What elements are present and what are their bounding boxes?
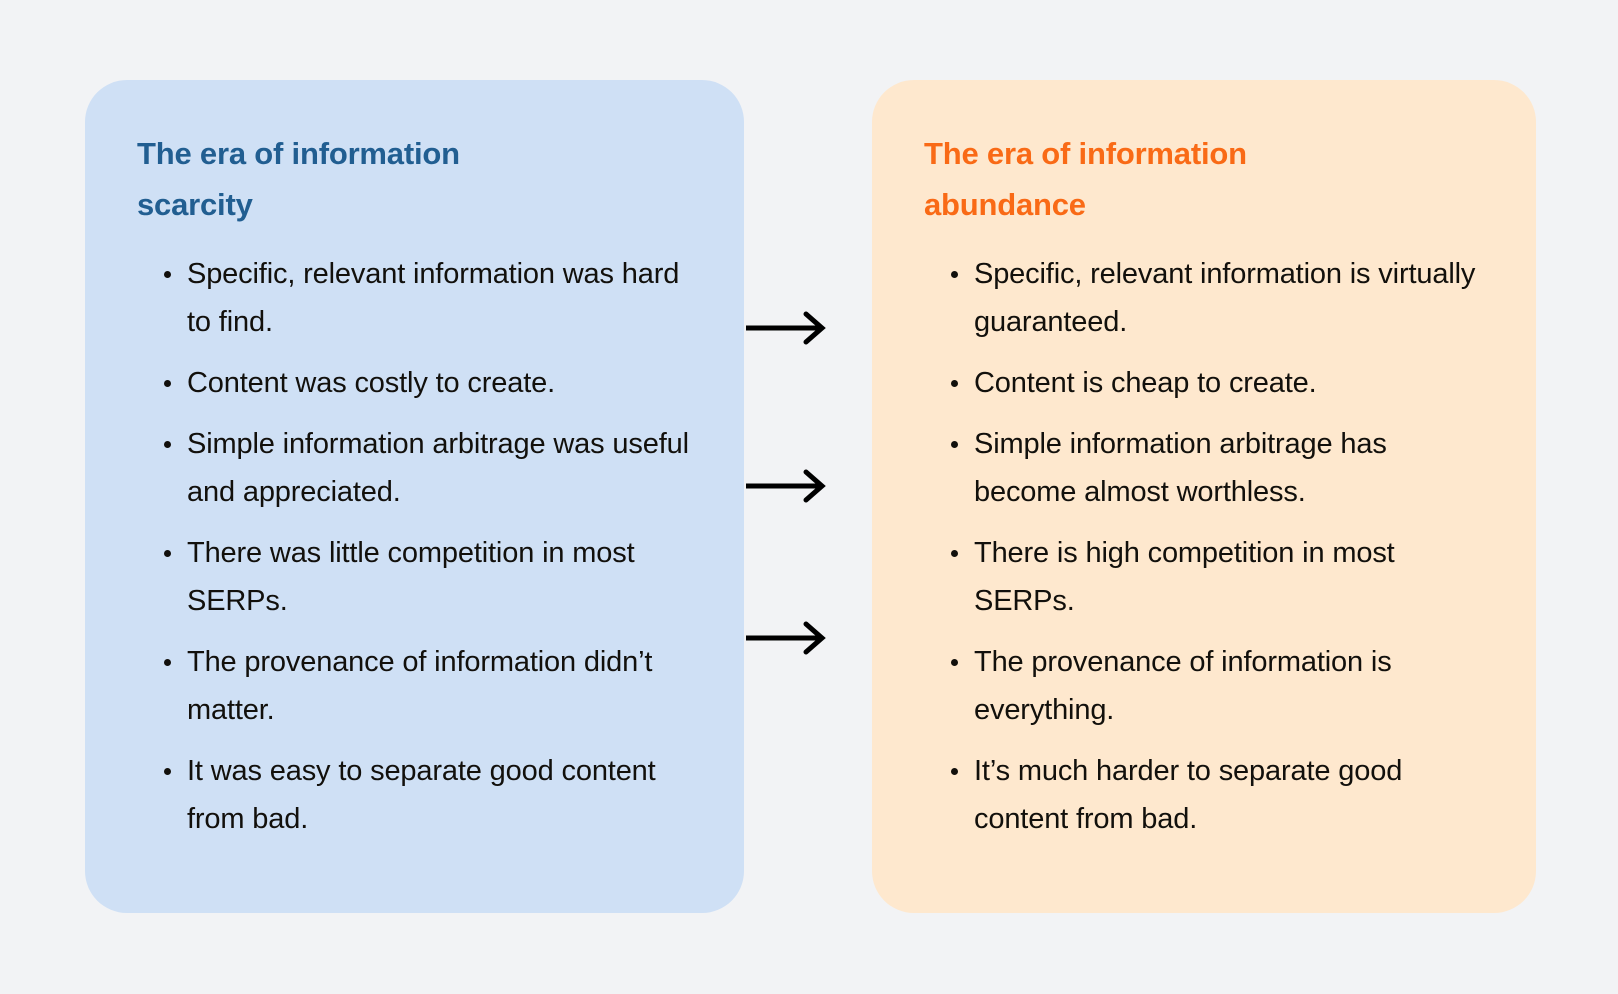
list-item: There was little competition in most SER… (151, 529, 697, 625)
panel-information-scarcity: The era of information scarcity Specific… (85, 80, 744, 913)
panel-right-heading: The era of information abundance (924, 136, 1247, 222)
list-item: It’s much harder to separate good conten… (938, 747, 1484, 843)
list-item: Content is cheap to create. (938, 359, 1484, 407)
list-item: The provenance of information didn’t mat… (151, 638, 697, 734)
arrow-right-icon (744, 466, 830, 506)
list-item: It was easy to separate good content fro… (151, 747, 697, 843)
list-item: There is high competition in most SERPs. (938, 529, 1484, 625)
arrow-right-icon (744, 618, 830, 658)
panel-right-bullet-list: Specific, relevant information is virtua… (938, 250, 1502, 843)
panel-left-heading: The era of information scarcity (137, 136, 460, 222)
arrow-right-icon (744, 308, 830, 348)
panel-left-bullet-list: Specific, relevant information was hard … (151, 250, 710, 843)
list-item: Simple information arbitrage has become … (938, 420, 1484, 516)
list-item: Specific, relevant information is virtua… (938, 250, 1484, 346)
list-item: Content was costly to create. (151, 359, 697, 407)
panel-information-abundance: The era of information abundance Specifi… (872, 80, 1536, 913)
list-item: Specific, relevant information was hard … (151, 250, 697, 346)
list-item: Simple information arbitrage was useful … (151, 420, 697, 516)
list-item: The provenance of information is everyth… (938, 638, 1484, 734)
